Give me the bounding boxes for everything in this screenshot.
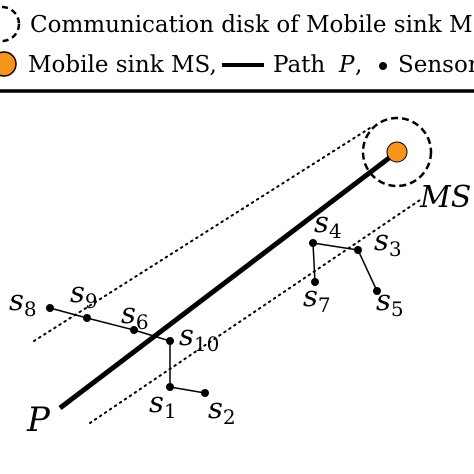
sensor-s3-dot [354, 246, 362, 254]
sensor-s6-dot [130, 326, 138, 334]
sink-ms-label: MS [419, 180, 471, 215]
sensor-s6-label: s6 [121, 296, 149, 334]
legend-sensor-label: Sensor [398, 52, 474, 78]
sensor-s7-dot [311, 278, 319, 286]
sensor-s10-dot [166, 337, 174, 345]
sensor-s10-label: s10 [179, 318, 219, 356]
sensor-s5-label: s5 [376, 283, 404, 321]
sensor-s3-label: s3 [374, 223, 402, 261]
sensor-labels: s1 s2 s3 s4 s5 s6 s7 s8 s9 s10 [9, 205, 404, 429]
corridor-lower-boundary [89, 199, 421, 424]
link-s1-s2 [169, 386, 206, 394]
sensor-s5-dot [373, 287, 381, 295]
sensor-s2-label: s2 [208, 391, 236, 429]
sensor-s9-label: s9 [70, 275, 98, 313]
path-p [58, 153, 395, 410]
sensor-dots [46, 239, 381, 397]
sensor-s9-dot [83, 314, 91, 322]
link-s8-s9 [49, 307, 88, 319]
legend-sensor-icon [379, 62, 387, 70]
sensor-s1-dot [166, 383, 174, 391]
legend-sink-icon [0, 51, 17, 77]
link-s4-s7 [312, 242, 316, 283]
legend-path-symbol: P [338, 52, 355, 78]
sensor-s7-label: s7 [303, 279, 331, 317]
legend-path-comma: , [355, 52, 362, 78]
link-s3-s5 [357, 249, 378, 292]
communication-disk [361, 116, 433, 188]
sensor-links [49, 242, 378, 394]
legend-path-label: Path [273, 52, 325, 78]
path-p-label: P [26, 400, 51, 440]
corridor-upper-boundary [33, 127, 371, 342]
sensor-s4-dot [309, 239, 317, 247]
sensor-s2-dot [201, 389, 209, 397]
legend: Communication disk of Mobile sink M Mobi… [0, 5, 474, 78]
sensor-s8-dot [46, 304, 54, 312]
link-s6-s10 [133, 329, 171, 342]
legend-disk-icon [0, 5, 21, 43]
link-s4-s3 [312, 242, 359, 251]
link-s9-s6 [86, 317, 135, 331]
sensor-s1-label: s1 [149, 385, 177, 423]
legend-sink-label: Mobile sink MS, [28, 52, 217, 78]
legend-disk-label: Communication disk of Mobile sink M [30, 12, 473, 38]
sensor-s4-label: s4 [314, 205, 342, 243]
sensor-s8-label: s8 [9, 283, 37, 321]
mobile-sink [386, 141, 408, 163]
